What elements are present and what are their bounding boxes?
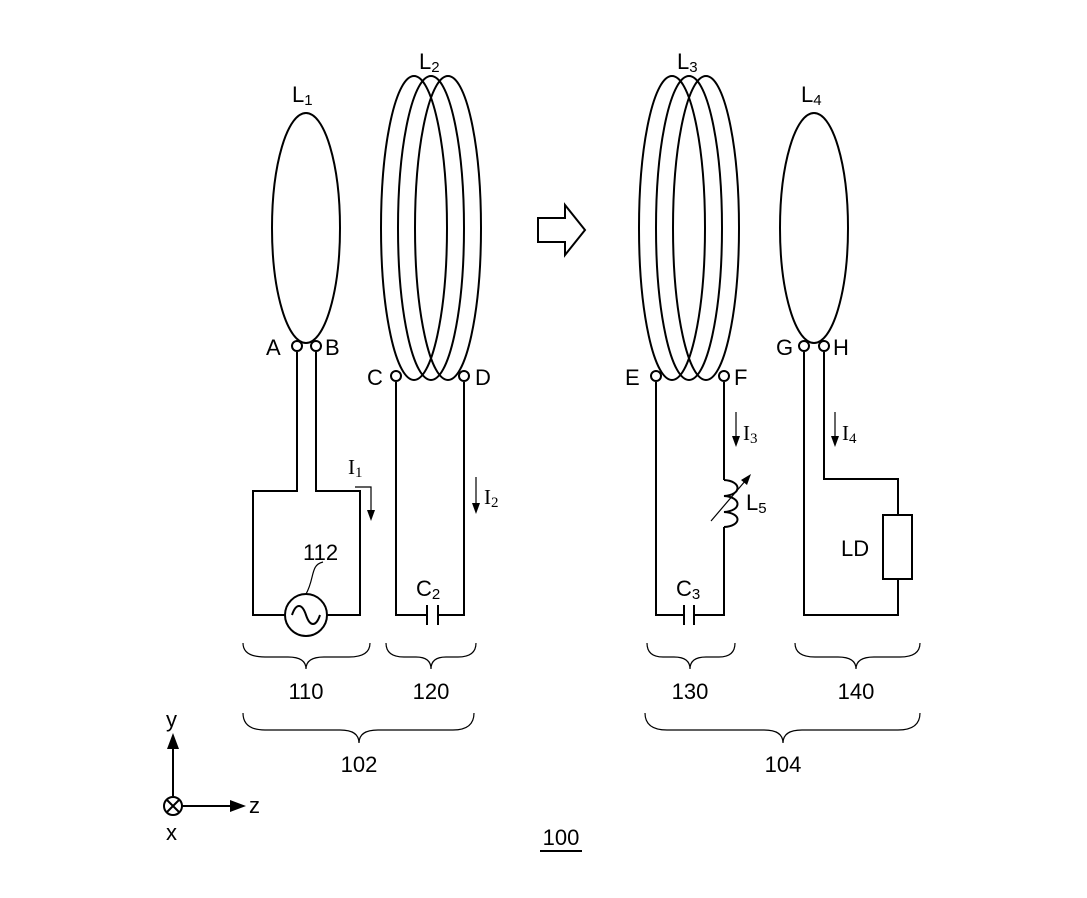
brace-140 [794,642,921,670]
inductor-l5-label: L5 [746,490,767,517]
y-axis-arrowhead [167,733,179,749]
terminal-c [390,370,402,382]
brace-120 [385,642,477,670]
terminal-d [458,370,470,382]
current-i4-label: I4 [842,421,857,447]
source-label: 112 [303,540,338,565]
coil-l1 [271,112,341,344]
variable-arrow [710,479,747,522]
coil-l3-turn-3 [672,75,740,381]
coil-l2-label: L2 [419,49,440,76]
inductor-l5 [723,479,739,528]
coil-l4-label: L4 [801,82,822,109]
terminal-b [310,340,322,352]
current-i1-label: I1 [348,455,363,481]
group-140-label: 140 [838,679,875,704]
terminal-e-label: E [625,365,640,390]
coil-l4 [779,112,849,344]
wire-110 [252,352,361,616]
group-130-label: 130 [672,679,709,704]
coil-l3-label: L3 [677,49,698,76]
terminal-a [291,340,303,352]
figure-label: 100 [543,825,580,850]
group-120-label: 120 [413,679,450,704]
brace-102 [242,712,475,744]
group-102-label: 102 [341,752,378,777]
coil-l2-turn-1 [380,75,448,381]
coil-l2-turn-3 [414,75,482,381]
current-i4-arrowhead [831,436,839,447]
terminal-h-label: H [833,335,849,360]
coil-l3-turn-1 [638,75,706,381]
source-leader [305,561,324,595]
capacitor-c2-label: C2 [416,576,440,603]
variable-arrowhead [741,474,751,485]
wire-120 [395,382,465,616]
wire-130 [655,382,725,616]
current-i1-arrowhead [367,510,375,521]
terminal-c-label: C [367,365,383,390]
current-i2-arrowhead [472,503,480,514]
terminal-a-label: A [266,335,281,360]
brace-104 [644,712,921,744]
wire-140 [803,352,899,616]
terminal-d-label: D [475,365,491,390]
terminal-e [650,370,662,382]
terminal-f [718,370,730,382]
current-i1-arrow [355,486,372,513]
x-axis-cross [166,799,180,813]
capacitor-c3-label: C3 [676,576,700,603]
capacitor-c2 [426,605,439,625]
coil-l1-label: L1 [292,82,313,109]
group-104-label: 104 [765,752,802,777]
terminal-b-label: B [325,335,340,360]
current-i3-arrowhead [732,436,740,447]
x-axis-into-page-icon [163,796,183,816]
capacitor-c3 [683,605,695,625]
terminal-g-label: G [776,335,793,360]
sine-icon [291,605,321,625]
current-i3-label: I3 [743,421,758,447]
brace-130 [646,642,736,670]
coil-l3-turn-2 [655,75,723,381]
terminal-f-label: F [734,365,747,390]
group-110-label: 110 [288,679,323,704]
axis-x-label: x [166,820,177,845]
brace-110 [242,642,371,670]
terminal-g [798,340,810,352]
load-label: LD [841,536,869,561]
axis-z-label: z [249,793,260,818]
coil-l2-turn-2 [397,75,465,381]
load-ld [882,514,913,580]
terminal-h [818,340,830,352]
current-i2-label: I2 [484,485,499,511]
axis-y-label: y [166,707,177,732]
right-arrow-icon [537,202,587,258]
z-axis-arrowhead [230,800,246,812]
